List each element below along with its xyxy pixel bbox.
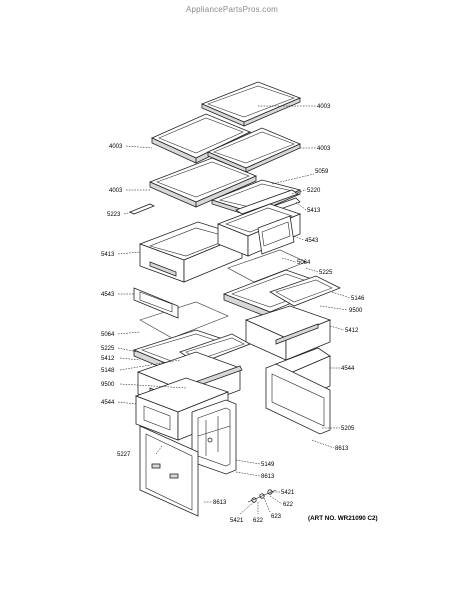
label-4003: 4003 [109, 144, 123, 150]
guide-4543-upper [257, 215, 295, 255]
watermark: AppliancePartsPros.com [186, 5, 278, 14]
label-5205: 5205 [341, 426, 355, 432]
rail-5223 [129, 203, 155, 215]
label-5413: 5413 [101, 252, 115, 258]
side-panel-5205 [265, 363, 331, 435]
shelf-4003-top-right [200, 81, 302, 127]
label-5412: 5412 [101, 356, 115, 362]
label-9500: 9500 [349, 308, 363, 314]
label-5146: 5146 [351, 296, 365, 302]
label-622: 622 [253, 518, 264, 524]
label-4003: 4003 [317, 104, 331, 110]
label-4543: 4543 [305, 238, 319, 244]
label-5413: 5413 [307, 208, 321, 214]
label-5225: 5225 [101, 346, 115, 352]
drawer-5413-left [138, 221, 244, 283]
guide-4543-lower [133, 287, 179, 319]
label-5225: 5225 [319, 270, 333, 276]
label-5412: 5412 [345, 328, 359, 334]
label-5059: 5059 [315, 169, 329, 175]
label-8613: 8613 [335, 446, 349, 452]
label-5064: 5064 [101, 332, 115, 338]
label-4003: 4003 [109, 188, 123, 194]
label-5421: 5421 [281, 490, 295, 496]
label-5421: 5421 [230, 518, 244, 524]
pan-5146-right [269, 275, 341, 307]
label-4003: 4003 [317, 146, 331, 152]
part-labels: 4003 4003 4003 4003 5059 5220 5223 5413 … [101, 104, 378, 524]
label-5220: 5220 [307, 188, 321, 194]
label-5223: 5223 [107, 212, 121, 218]
label-4544: 4544 [101, 400, 115, 406]
label-622: 622 [283, 502, 294, 508]
label-5227: 5227 [117, 452, 131, 458]
bracket-5149 [191, 399, 237, 475]
crisper-cover-5064-upper [227, 249, 307, 283]
art-number: (ART NO. WR21090 C2) [308, 515, 378, 522]
pan-5412-right [244, 305, 332, 361]
shelf-4003-lower [148, 157, 258, 208]
leader-lines [117, 105, 351, 515]
label-5148: 5148 [101, 368, 115, 374]
label-5064: 5064 [297, 260, 311, 266]
back-panel-5227 [139, 425, 199, 517]
label-9500: 9500 [101, 382, 115, 388]
label-5149: 5149 [261, 462, 275, 468]
label-8613: 8613 [213, 500, 227, 506]
label-8613: 8613 [261, 474, 275, 480]
label-4543: 4543 [101, 292, 115, 298]
hardware-5421-622-623 [247, 489, 277, 503]
label-623: 623 [271, 514, 282, 520]
label-4544: 4544 [341, 366, 355, 372]
